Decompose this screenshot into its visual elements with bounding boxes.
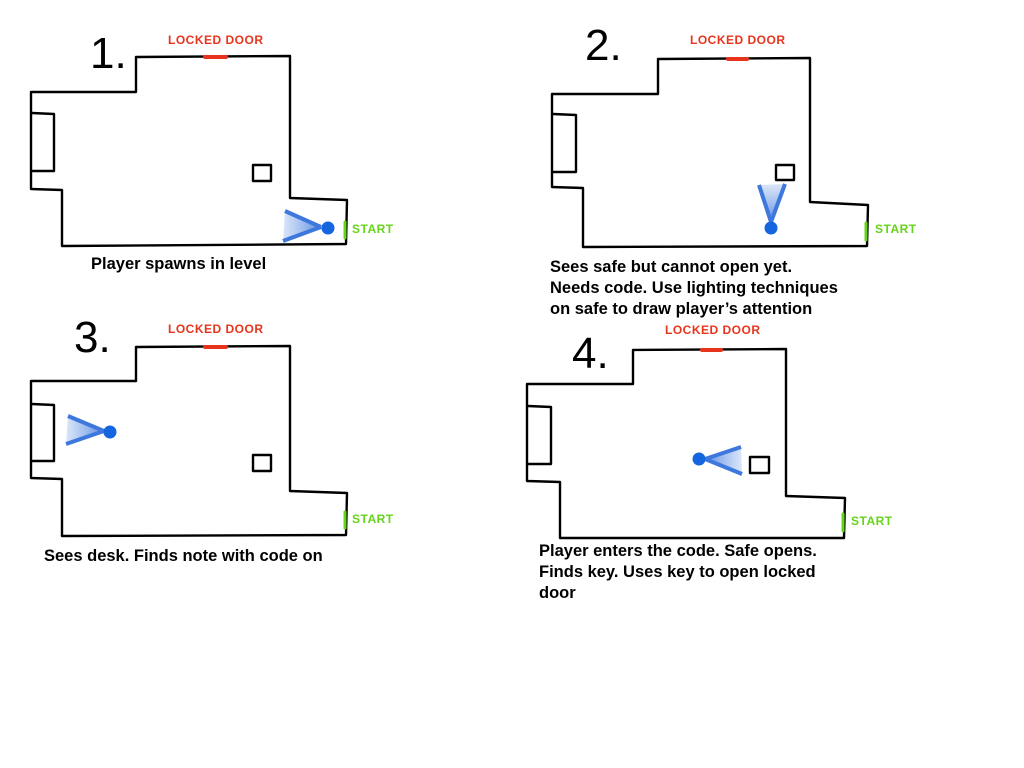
panel-2-view-cone-edge: [757, 184, 773, 223]
panel-1-view-cone-edge: [284, 209, 322, 229]
panel-2: 2. LOCKED DOOR START: [550, 21, 917, 249]
panel-1-safe: [251, 163, 273, 183]
panel-4-view-cone-edge: [704, 445, 742, 461]
panel-3-caption: Sees desk. Finds note with code on: [44, 546, 323, 567]
panel-2-safe: [774, 163, 796, 182]
panel-4-locked-door-label: LOCKED DOOR: [665, 323, 761, 337]
panel-3: 3. LOCKED DOOR START: [29, 313, 394, 538]
panel-2-desk: [551, 112, 578, 174]
panel-1-room-walls: [29, 54, 349, 248]
panel-4-caption-line: Finds key. Uses key to open locked: [539, 563, 816, 581]
panel-2-view-cone-edge: [769, 183, 787, 223]
panel-4-player: [692, 452, 706, 466]
panel-4-caption-line: door: [539, 584, 576, 602]
panel-2-room-walls: [550, 56, 870, 249]
panel-2-caption-line: on safe to draw player’s attention: [550, 300, 813, 318]
panel-1-start-label: START: [352, 222, 394, 236]
panel-4-caption-line: Player enters the code. Safe opens.: [539, 542, 817, 560]
panel-3-caption-line: Sees desk. Finds note with code on: [44, 547, 323, 565]
panel-1-view-cone: [283, 211, 321, 241]
panel-4-view-cone: [705, 447, 742, 474]
panel-3-number: 3.: [74, 313, 111, 362]
panel-4-safe: [748, 455, 771, 475]
panel-1-desk: [30, 111, 56, 173]
panel-2-caption-line: Needs code. Use lighting techniques: [550, 279, 838, 297]
panel-1-player: [321, 221, 335, 235]
panel-2-locked-door-label: LOCKED DOOR: [690, 33, 786, 47]
panel-1-number: 1.: [90, 29, 127, 78]
panel-3-room-walls: [29, 344, 349, 538]
panel-2-caption: Sees safe but cannot open yet. Needs cod…: [550, 257, 838, 320]
panel-1-view-cone-edge: [282, 225, 322, 243]
panel-3-desk: [30, 402, 56, 463]
panel-2-player: [764, 221, 778, 235]
panel-2-caption-line: Sees safe but cannot open yet.: [550, 258, 793, 276]
panel-3-view-cone-edge: [65, 429, 105, 446]
panel-1-caption: Player spawns in level: [91, 254, 266, 275]
panel-4-room-walls: [525, 347, 847, 540]
panel-2-number: 2.: [585, 21, 622, 70]
panel-4-caption: Player enters the code. Safe opens. Find…: [539, 541, 817, 604]
panel-4-view-cone-edge: [704, 457, 743, 476]
panel-3-player: [103, 425, 117, 439]
panel-1: 1. LOCKED DOOR START: [29, 29, 394, 248]
panel-2-start-label: START: [875, 222, 917, 236]
panel-4: 4. LOCKED DOOR START: [525, 323, 893, 540]
panel-4-number: 4.: [572, 329, 609, 378]
panel-1-locked-door-label: LOCKED DOOR: [168, 33, 264, 47]
panel-1-caption-line: Player spawns in level: [91, 255, 267, 273]
panel-4-start-label: START: [851, 514, 893, 528]
panel-3-start-label: START: [352, 512, 394, 526]
panel-3-safe: [251, 453, 273, 473]
panel-2-view-cone: [759, 184, 785, 222]
panel-3-view-cone: [66, 416, 104, 444]
panel-4-desk: [526, 404, 553, 466]
panel-3-view-cone-edge: [67, 414, 105, 433]
panel-3-locked-door-label: LOCKED DOOR: [168, 322, 264, 336]
